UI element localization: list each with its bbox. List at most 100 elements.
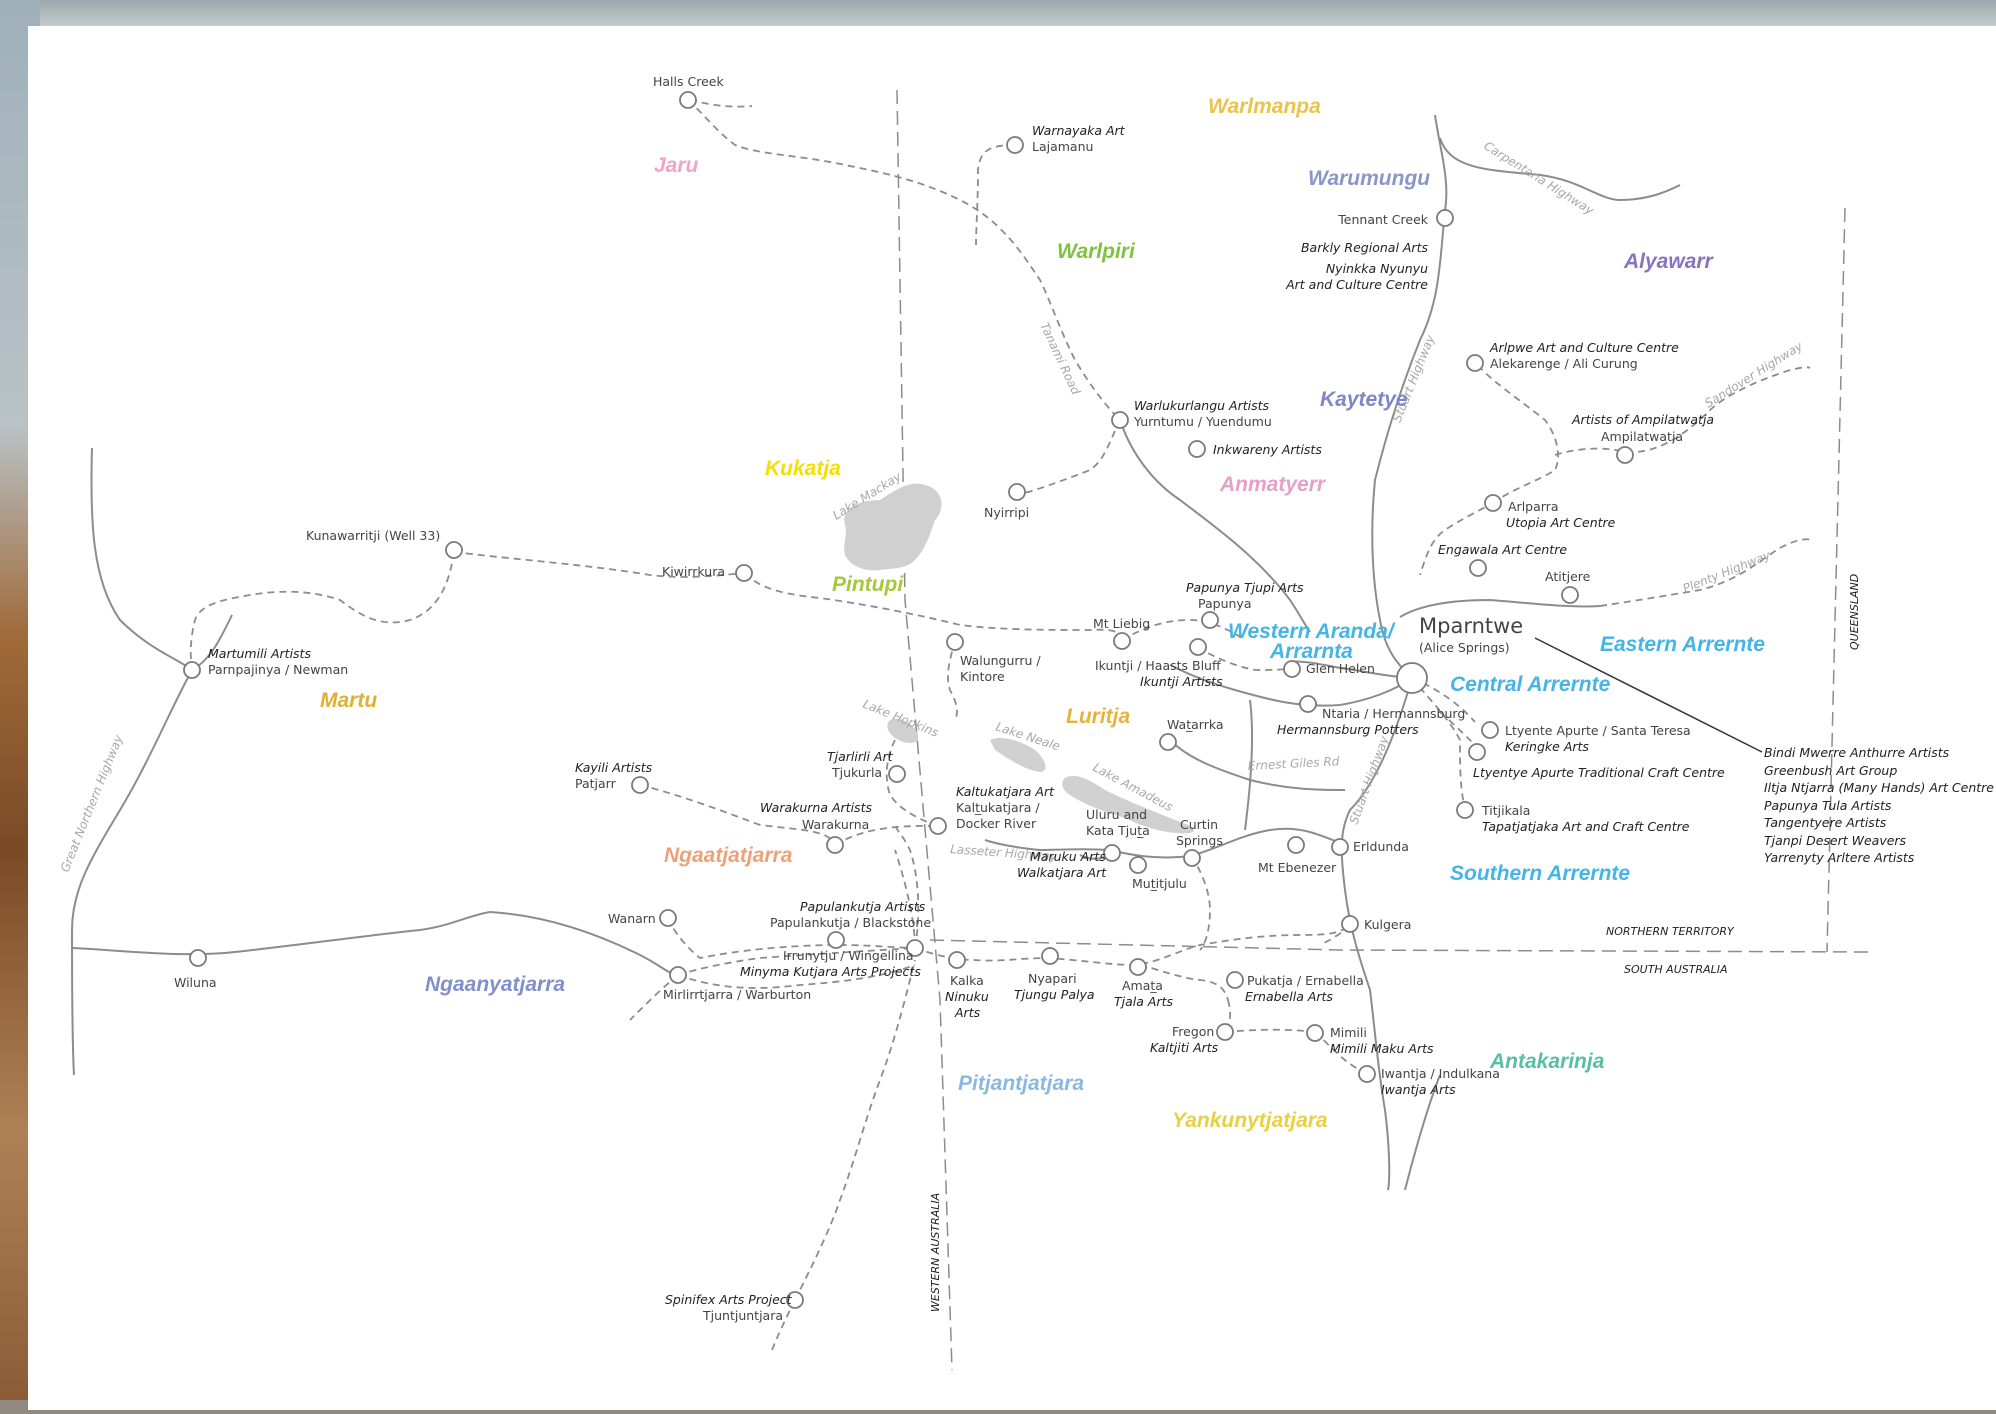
art-ninuku-arts: Arts	[954, 1005, 981, 1020]
region-arrarnta: Arrarnta	[1269, 640, 1353, 663]
track-warburton-se	[677, 964, 916, 989]
wiluna-road	[71, 910, 679, 976]
node-yuendumu	[1111, 411, 1129, 429]
town-wiluna: Wiluna	[174, 975, 217, 990]
region-ngaatjatjarra: Ngaatjatjarra	[664, 844, 793, 867]
town-kiwirrkura: Kiwirrkura	[662, 564, 725, 579]
node-mimili	[1306, 1024, 1324, 1042]
town-kunawarritji: Kunawarritji (Well 33)	[306, 528, 440, 543]
node-amata	[1129, 958, 1147, 976]
node-haasts-bluff	[1189, 638, 1207, 656]
alice-west-road	[1289, 660, 1413, 679]
node-nyapari	[1041, 947, 1059, 965]
town-mparntwe: Mparntwe	[1419, 614, 1523, 638]
lake-mackay	[844, 483, 942, 571]
town-arlparra: Arlparra	[1508, 499, 1558, 514]
ernest-giles-road	[1244, 699, 1254, 831]
track-kintore-loop	[947, 639, 958, 721]
track-wanarn-blackstone	[667, 917, 916, 959]
region-antakarinja: Antakarinja	[1489, 1050, 1605, 1073]
region-warumungu: Warumungu	[1308, 167, 1430, 190]
lakes	[844, 483, 1195, 834]
node-titjikala	[1456, 801, 1474, 819]
track-arlparra-engawala	[1419, 501, 1496, 576]
art-warakurna: Warakurna Artists	[760, 800, 872, 815]
node-lajamanu	[1006, 136, 1024, 154]
town-nyapari: Nyapari	[1028, 971, 1077, 986]
track-halls-creek-east	[689, 99, 753, 108]
art-utopia: Utopia Art Centre	[1506, 515, 1616, 530]
region-pitjantjatjara: Pitjantjatjara	[958, 1072, 1084, 1095]
town-ampilatwatja: Ampilatwatja	[1601, 429, 1683, 444]
art-warlukurlangu: Warlukurlangu Artists	[1134, 398, 1270, 413]
art-nyinkka-centre: Art and Culture Centre	[1285, 277, 1428, 292]
label-ernest-giles-rd: Ernest Giles Rd	[1247, 754, 1340, 773]
node-atitjere	[1561, 586, 1579, 604]
art-kaltjiti: Kaltjiti Arts	[1150, 1040, 1219, 1055]
track-yuendumu-nyirripi	[1015, 419, 1121, 495]
track-santa-teresa	[1411, 677, 1476, 723]
art-hermannsburg-potters: Hermannsburg Potters	[1277, 722, 1419, 737]
node-tjuntjuntjara	[786, 1291, 804, 1309]
node-papunya	[1201, 611, 1219, 629]
region-kaytetye: Kaytetye	[1320, 388, 1408, 411]
node-ltyentye	[1468, 743, 1486, 761]
region-labels: Warlmanpa Jaru Warumungu Warlpiri Alyawa…	[320, 95, 1765, 1132]
town-mt-ebenezer: Mt Ebenezer	[1258, 860, 1337, 875]
town-tennant-creek: Tennant Creek	[1337, 212, 1428, 227]
node-santa-teresa	[1481, 721, 1499, 739]
tanami-road	[1119, 419, 1311, 633]
town-ntaria: Ntaria / Hermannsburg	[1322, 706, 1465, 721]
art-ampilatwatja: Artists of Ampilatwatja	[1571, 412, 1714, 427]
node-kulgera	[1341, 915, 1359, 933]
node-mt-liebig	[1113, 632, 1131, 650]
tracks	[189, 99, 1813, 1351]
region-yankunytjatjara: Yankunytjatjara	[1172, 1109, 1328, 1132]
region-warlpiri: Warlpiri	[1057, 240, 1136, 263]
town-patjarr: Patjarr	[575, 776, 617, 791]
art-papunya-tjupi: Papunya Tjupi Arts	[1186, 580, 1304, 595]
node-kalka	[948, 951, 966, 969]
town-nyirripi: Nyirripi	[984, 505, 1029, 520]
map-panel	[28, 26, 1996, 1410]
node-wanarn	[659, 909, 677, 927]
art-engawala: Engawala Art Centre	[1438, 542, 1567, 557]
region-luritja: Luritja	[1066, 705, 1130, 728]
art-tapatjatjaka: Tapatjatjaka Art and Craft Centre	[1482, 819, 1690, 834]
track-blackstone-north	[894, 849, 916, 949]
label-tanami-road: Tanami Road	[1037, 320, 1083, 397]
track-docker-west	[885, 739, 939, 827]
town-wingellina: Irrunytju / Wingellina	[783, 948, 914, 963]
town-watarrka: Wat̲arrka	[1167, 717, 1224, 732]
region-warlmanpa: Warlmanpa	[1208, 95, 1321, 118]
town-fregon: Fregon	[1172, 1024, 1214, 1039]
region-western-aranda: Western Aranda/	[1228, 620, 1396, 643]
node-ali-curung	[1466, 354, 1484, 372]
art-inkwareny: Inkwareny Artists	[1213, 442, 1322, 457]
track-curtin-south	[1191, 855, 1211, 951]
region-kukatja: Kukatja	[765, 457, 841, 480]
track-kunawarritji-kiwirrkura	[189, 551, 455, 671]
region-eastern-arrernte: Eastern Arrernte	[1600, 633, 1765, 656]
nodes	[183, 91, 1634, 1309]
node-alice-springs	[1396, 662, 1428, 694]
node-warburton	[669, 966, 687, 984]
node-watarrka	[1159, 733, 1177, 751]
lake-amadeus	[1062, 775, 1195, 834]
art-barkly: Barkly Regional Arts	[1301, 240, 1429, 255]
stuart-branch	[1404, 1074, 1441, 1191]
town-glen-helen: Glen Helen	[1306, 661, 1375, 676]
art-martumili: Martumili Artists	[208, 646, 311, 661]
town-ali-curung: Alekarenge / Ali Curung	[1490, 356, 1638, 371]
track-tjukurla	[639, 784, 836, 846]
art-mimili-maku: Mimili Maku Arts	[1330, 1041, 1434, 1056]
art-ernabella: Ernabella Arts	[1245, 989, 1333, 1004]
node-glen-helen	[1283, 660, 1301, 678]
node-iwantja	[1358, 1065, 1376, 1083]
town-mimili: Mimili	[1330, 1025, 1367, 1040]
state-labels: QUEENSLAND NORTHERN TERRITORY SOUTH AUST…	[929, 574, 1861, 1312]
alice-leader-line	[1534, 637, 1763, 753]
track-titjikala	[1411, 677, 1466, 809]
node-kiwirrkura	[735, 564, 753, 582]
town-atitjere: Atitjere	[1545, 569, 1591, 584]
